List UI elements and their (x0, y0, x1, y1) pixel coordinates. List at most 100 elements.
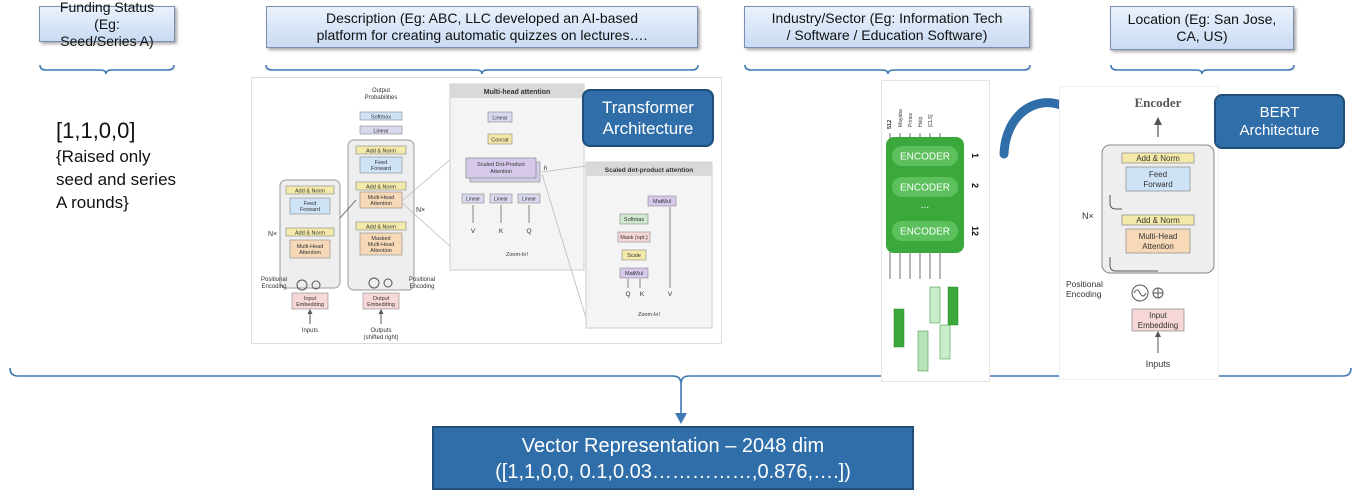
dec-add-norm-1: Add & Norm (366, 149, 396, 155)
transformer-figure: Add & Norm Feed Forward Add & Norm Multi… (251, 77, 722, 344)
enc-add-norm-2: Add & Norm (295, 231, 325, 237)
dec-add-norm-3: Add & Norm (366, 225, 396, 231)
bert-encoder-3: ENCODER (900, 227, 950, 238)
funding-bracket (39, 64, 175, 75)
encoder-nx: N× (1082, 211, 1094, 221)
industry-header: Industry/Sector (Eg: Information Tech/ S… (744, 6, 1030, 48)
transformer-callout-line2: Architecture (602, 119, 694, 138)
funding-status-header: Funding Status (Eg:Seed/Series A) (39, 0, 175, 49)
sdpa-v: V (668, 291, 673, 298)
dec-pos-enc-1: Positional (409, 277, 435, 283)
encoder-input-emb-2: Embedding (1138, 321, 1178, 330)
output-embedding-1: Output (373, 296, 390, 302)
bert-callout-line2: Architecture (1239, 121, 1320, 139)
bert-token-4: [CLS] (928, 114, 934, 127)
enc-pos-enc-1: Positional (261, 277, 287, 283)
description-header-line2: platform for creating automatic quizzes … (316, 27, 648, 43)
encoder-inputs: Inputs (1146, 359, 1171, 369)
bert-token-3: Help (918, 116, 924, 127)
dec-feed-2: Forward (371, 166, 391, 172)
bert-layer-3: 12 (970, 226, 980, 236)
funding-header-line2: Seed/Series A) (60, 32, 154, 49)
bert-dim: 512 (887, 120, 893, 129)
location-header-line1: Location (Eg: San Jose, (1127, 11, 1277, 27)
mha-linear-v: Linear (466, 197, 480, 203)
vector-line2: ([1,1,0,0, 0.1,0.03……………,0.876,….]) (495, 461, 851, 483)
input-embedding-1: Input (304, 296, 317, 302)
vector-representation-box: Vector Representation – 2048 dim ([1,1,0… (432, 426, 914, 490)
mha-zoom: Zoom-In! (506, 252, 528, 258)
encoder-mha-2: Attention (1142, 242, 1174, 251)
industry-header-line2: / Software / Education Software) (786, 27, 988, 43)
sdpa-matmul-bottom: MatMul (625, 271, 643, 277)
dec-masked-1: Masked (371, 236, 390, 242)
dec-mha-1: Multi-Head (368, 195, 395, 201)
enc-mha-label-1: Multi-Head (297, 244, 324, 250)
encoder-add-norm-1: Add & Norm (1136, 154, 1180, 163)
sdpa-scale: Scale (627, 253, 641, 259)
encoder-mha-1: Multi-Head (1139, 232, 1178, 241)
outputs-shifted: (shifted right) (363, 335, 398, 341)
encoder-pos-enc-1: Positional (1066, 279, 1103, 289)
dec-nx: N× (416, 207, 425, 214)
enc-mha-label-2: Attention (299, 250, 321, 256)
input-embedding-2: Embedding (296, 302, 324, 308)
mha-q: Q (526, 228, 531, 235)
dec-softmax: Softmax (371, 115, 391, 121)
mha-k: K (499, 228, 504, 235)
description-header: Description (Eg: ABC, LLC developed an A… (266, 6, 698, 48)
funding-note-line3: A rounds} (56, 193, 129, 212)
sdpa-softmax: Softmax (624, 217, 644, 223)
enc-nx: N× (268, 231, 277, 238)
connector-arrowhead (675, 413, 687, 424)
funding-note-line1: {Raised only (56, 147, 151, 166)
sdpa-q: Q (625, 291, 630, 298)
sdpa-matmul-top: MatMul (653, 199, 671, 205)
bert-layer-2: 2 (970, 183, 980, 188)
location-header-line2: CA, US) (1176, 28, 1228, 44)
bert-encoder-stack-figure: 512 Mayaba Prince Help [CLS] ENCODER ENC… (881, 80, 990, 382)
encoder-figure: Encoder Add & Norm Feed Forward Add & No… (1059, 86, 1219, 380)
description-bracket (265, 64, 699, 75)
output-embedding-2: Embedding (367, 302, 395, 308)
location-header: Location (Eg: San Jose,CA, US) (1110, 6, 1294, 50)
encoder-pos-enc-2: Encoding (1066, 289, 1102, 299)
bert-token-2: Prince (908, 113, 914, 127)
bert-encoder-2: ENCODER (900, 183, 950, 194)
dec-masked-2: Multi-Head (368, 242, 395, 248)
encoder-feed-1: Feed (1149, 170, 1167, 179)
enc-pos-enc-2: Encoding (261, 284, 286, 290)
output-prob-1: Output (372, 88, 390, 94)
bert-encoder-1: ENCODER (900, 152, 950, 163)
vector-line1: Vector Representation – 2048 dim (521, 435, 825, 457)
mha-linear-top: Linear (492, 116, 507, 122)
mha-sdpa-1: Scaled Dot-Product (477, 162, 525, 168)
funding-example: [1,1,0,0] {Raised only seed and series A… (56, 117, 176, 214)
enc-feed-label-2: Forward (300, 207, 320, 213)
encoder-add-norm-2: Add & Norm (1136, 216, 1180, 225)
bert-layer-1: 1 (970, 153, 980, 158)
encoder-title: Encoder (1135, 95, 1182, 110)
mha-linear-k: Linear (494, 197, 508, 203)
mha-concat: Concat (491, 138, 509, 144)
funding-note-line2: seed and series (56, 170, 177, 189)
funding-header-line1: Funding Status (Eg: (59, 0, 155, 32)
transformer-callout-line1: Transformer (602, 98, 694, 117)
encoder-input-emb-1: Input (1149, 311, 1168, 320)
bert-callout-line1: BERT (1259, 103, 1300, 121)
mha-sdpa-2: Attention (490, 169, 512, 175)
output-prob-2: Probabilities (365, 95, 398, 101)
sdpa-panel-title: Scaled dot-product attention (605, 167, 694, 174)
funding-vector: [1,1,0,0] (56, 118, 136, 143)
location-bracket (1110, 64, 1295, 75)
dec-add-norm-2: Add & Norm (366, 185, 396, 191)
enc-add-norm-1: Add & Norm (295, 189, 325, 195)
inputs-label: Inputs (302, 328, 318, 334)
mha-linear-q: Linear (522, 197, 536, 203)
sdpa-mask: Mask (opt.) (620, 235, 648, 241)
dec-feed-1: Feed (375, 160, 388, 166)
mha-panel-title: Multi-head attention (484, 89, 551, 96)
bert-token-1: Mayaba (898, 109, 904, 127)
